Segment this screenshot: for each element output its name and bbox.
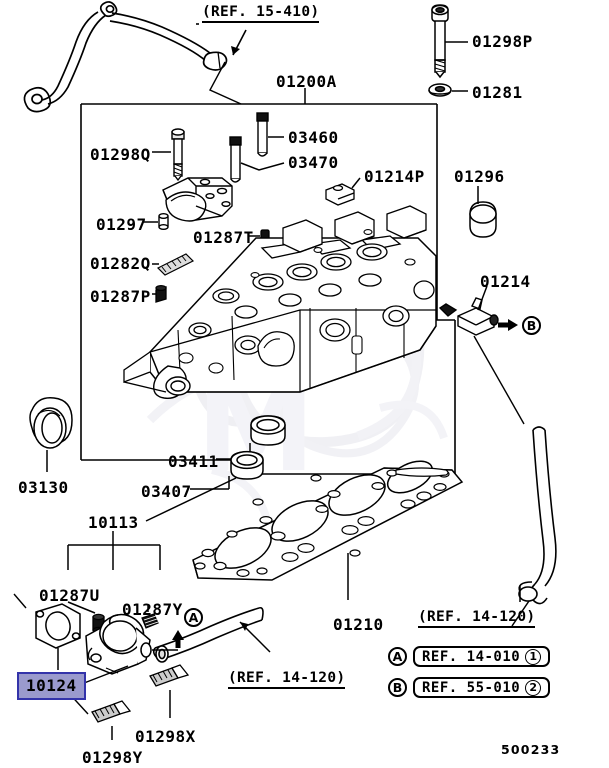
part-01210-head-gasket: [192, 460, 464, 581]
part-01214P-bracket: [325, 183, 355, 206]
leader-ref14120-hose: [239, 621, 271, 653]
label-ref-15-410: (REF. 15-410): [202, 4, 320, 23]
label-01214: 01214: [480, 272, 531, 291]
ref-15-410-arrow: [196, 23, 247, 56]
label-01210: 01210: [333, 615, 384, 634]
label-01287Y: 01287Y: [122, 600, 183, 619]
label-01297: 01297: [96, 215, 147, 234]
leader-01214P: [351, 177, 361, 189]
part-01287P-plug: [155, 284, 167, 303]
part-01287Y-plug: [141, 613, 159, 629]
legend-index-A: 1: [525, 648, 542, 665]
label-10113: 10113: [88, 513, 139, 532]
label-01287U: 01287U: [39, 586, 100, 605]
part-03470-valve: [229, 136, 242, 183]
label-03470: 03470: [288, 153, 339, 172]
coolant-pipe-right: [518, 426, 557, 605]
label-01281: 01281: [472, 83, 523, 102]
part-01298Q-bolt: [171, 128, 185, 182]
main-group-boundary: [80, 103, 456, 475]
label-01287T: 01287T: [193, 228, 254, 247]
part-01298X-bolt: [149, 664, 190, 687]
legend-row-A: A REF. 14-010 1: [388, 646, 551, 667]
water-inlet-housing: [85, 613, 152, 675]
label-03130: 03130: [18, 478, 69, 497]
part-01282Q-stud: [156, 253, 195, 276]
label-01298Y: 01298Y: [82, 748, 143, 767]
bracket-10113: [67, 531, 161, 570]
leader-ref14120-pipe: [511, 586, 530, 627]
arrow-to-marker-A: [152, 630, 184, 651]
label-01287P: 01287P: [90, 287, 151, 306]
marker-A-callout: A: [184, 608, 203, 627]
legend-marker-A: A: [388, 647, 407, 666]
part-01296-cap: [469, 201, 497, 238]
pipe-to-group-leader: [209, 61, 242, 105]
legend-box-B[interactable]: REF. 55-010 2: [413, 677, 551, 698]
part-01281-washer: [428, 83, 452, 97]
label-01298Q: 01298Q: [90, 145, 151, 164]
label-01298P: 01298P: [472, 32, 533, 51]
part-01297-bush: [158, 212, 169, 230]
oil-feed-pipe: [23, 1, 228, 113]
highlighted-part-10124[interactable]: 10124: [17, 672, 86, 700]
part-03130-seal: [29, 397, 73, 449]
leader-01287U: [67, 601, 96, 614]
legend-index-B: 2: [525, 679, 542, 696]
part-03460-valve: [256, 112, 269, 157]
legend-row-B: B REF. 55-010 2: [388, 677, 551, 698]
part-03411-ring: [250, 415, 286, 446]
label-03407: 03407: [141, 482, 192, 501]
leader-01214: [477, 285, 488, 311]
part-01298Y-bolt: [91, 700, 132, 723]
marker-B-callout: B: [522, 316, 541, 335]
label-ref-14-120-left: (REF. 14-120): [228, 670, 346, 689]
legend-box-A[interactable]: REF. 14-010 1: [413, 646, 551, 667]
legend-marker-B: B: [388, 678, 407, 697]
label-03460: 03460: [288, 128, 339, 147]
label-01214P: 01214P: [364, 167, 425, 186]
part-01214-connector: [438, 297, 499, 336]
leader-10113: [145, 477, 237, 522]
arrow-to-marker-B: [498, 319, 518, 331]
label-03411: 03411: [168, 452, 219, 471]
cylinder-head-assembly: [123, 205, 437, 399]
part-03407-ring: [230, 450, 264, 480]
drawing-number: 500233: [501, 742, 561, 757]
label-01296: 01296: [454, 167, 505, 186]
legend-ref-A: REF. 14-010: [422, 648, 521, 665]
label-01200A: 01200A: [276, 72, 337, 91]
leader-03470: [240, 162, 285, 171]
label-ref-14-120-right: (REF. 14-120): [418, 609, 536, 628]
leader-10124-b: [13, 593, 27, 609]
part-01298P-bolt: [431, 4, 449, 79]
part-10124-gasket: [35, 603, 81, 649]
label-01282Q: 01282Q: [90, 254, 151, 273]
leader-pipe-right: [473, 335, 525, 425]
legend-ref-B: REF. 55-010: [422, 679, 521, 696]
camshaft-bearing-cap: [162, 177, 233, 222]
label-01298X: 01298X: [135, 727, 196, 746]
